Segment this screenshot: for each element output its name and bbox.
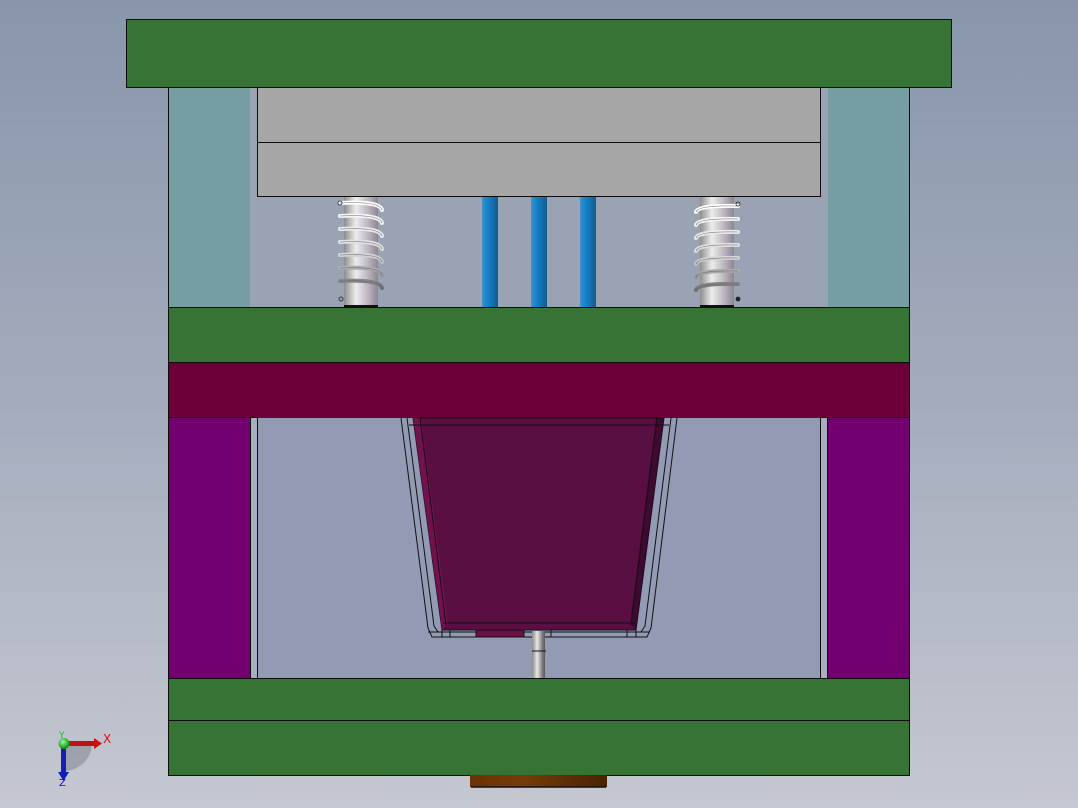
x-axis-icon [64,741,94,746]
triad-plane-shade [64,743,92,771]
left-spring[interactable] [337,197,384,307]
z-axis-label: Z [59,778,66,789]
triad-graphic [58,738,102,781]
ejector-pin-1[interactable] [482,197,498,308]
y-axis-label: Y [59,731,65,741]
b-plate[interactable] [168,307,910,364]
orientation-triad[interactable]: X Y Z [50,730,120,790]
cavity-plate[interactable] [168,678,910,722]
z-axis-icon [61,744,66,772]
ejector-plate[interactable] [257,142,821,197]
ejector-pin-3[interactable] [580,197,596,308]
right-spacer[interactable] [827,417,910,679]
bottom-clamp-plate[interactable] [168,720,910,776]
locating-ring[interactable] [470,775,607,788]
ejector-pin-2[interactable] [531,197,547,308]
y-axis-icon [58,738,70,749]
sprue-bushing[interactable] [532,631,546,679]
ejector-retainer-plate[interactable] [257,87,821,144]
top-clamp-plate[interactable] [126,19,952,88]
x-axis-label: X [103,732,112,746]
a-plate[interactable] [168,362,910,419]
left-support-block[interactable] [168,87,251,308]
cavity-insert[interactable] [400,417,678,638]
right-spring[interactable] [694,197,741,307]
